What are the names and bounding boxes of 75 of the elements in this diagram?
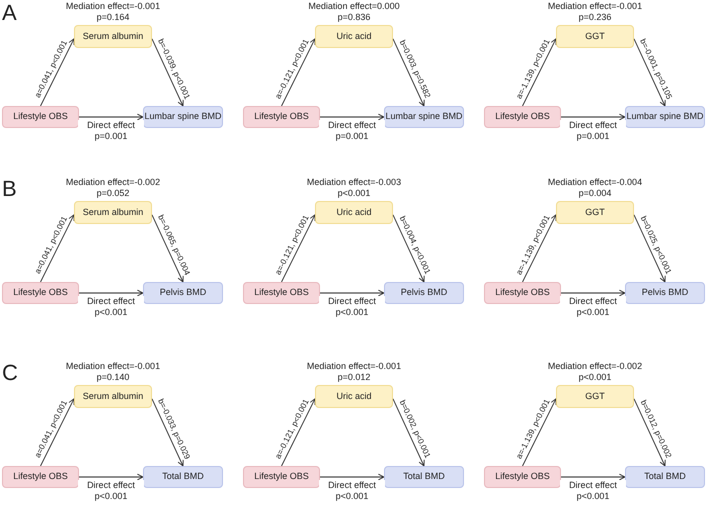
outcome-box: Lumbar spine BMD — [384, 106, 464, 128]
mediator-box: Serum albumin — [74, 25, 152, 48]
arrow — [281, 214, 316, 282]
arrow — [634, 38, 666, 106]
mediation-effect-text: Mediation effect=-0.001 p=0.164 — [64, 1, 162, 23]
arrow — [560, 114, 626, 120]
mediation-effect-text: Mediation effect=-0.001 p=0.140 — [64, 361, 162, 383]
arrow — [560, 290, 626, 296]
mediation-effect-text: Mediation effect=-0.002 p<0.001 — [546, 361, 644, 383]
edge-label: Direct effect p<0.001 — [319, 480, 385, 502]
outcome-box: Pelvis BMD — [143, 282, 223, 304]
mediator-box: Uric acid — [315, 25, 393, 48]
mediation-effect-text: Mediation effect=0.000 p=0.836 — [307, 1, 401, 23]
arrow — [320, 114, 384, 120]
arrow — [152, 398, 184, 466]
outcome-box: Total BMD — [384, 466, 464, 488]
arrow — [320, 474, 384, 480]
panel-letter: A — [2, 2, 17, 24]
arrow — [78, 114, 144, 120]
panel-letter: B — [2, 178, 17, 200]
arrow — [634, 214, 666, 282]
panel-letter: C — [2, 362, 18, 384]
edge-label: Direct effect p<0.001 — [319, 296, 385, 318]
mediation-effect-text: Mediation effect=-0.001 p=0.012 — [306, 361, 402, 383]
arrow — [281, 38, 316, 106]
mediator-box: Serum albumin — [74, 385, 152, 408]
exposure-box: Lifestyle OBS — [243, 106, 320, 128]
exposure-box: Lifestyle OBS — [484, 282, 561, 304]
edge-label: Direct effect p<0.001 — [560, 480, 626, 502]
exposure-box: Lifestyle OBS — [484, 106, 561, 128]
edge-label: Direct effect p=0.001 — [78, 120, 144, 142]
arrow — [40, 38, 74, 106]
arrow — [78, 290, 144, 296]
arrow — [281, 398, 316, 466]
mediator-box: Serum albumin — [74, 201, 152, 224]
mediation-effect-text: Mediation effect=-0.004 p=0.004 — [546, 177, 644, 199]
arrow — [78, 474, 144, 480]
mediator-box: GGT — [556, 385, 634, 408]
arrow — [560, 474, 626, 480]
outcome-box: Total BMD — [143, 466, 223, 488]
arrow — [152, 38, 184, 106]
arrow — [522, 398, 556, 466]
mediator-box: Uric acid — [315, 385, 393, 408]
outcome-box: Pelvis BMD — [384, 282, 464, 304]
exposure-box: Lifestyle OBS — [2, 282, 79, 304]
edge-label: Direct effect p<0.001 — [78, 480, 144, 502]
edge-label: Direct effect p=0.001 — [560, 120, 626, 142]
exposure-box: Lifestyle OBS — [484, 466, 561, 488]
exposure-box: Lifestyle OBS — [243, 282, 320, 304]
arrow — [40, 398, 74, 466]
exposure-box: Lifestyle OBS — [2, 106, 79, 128]
outcome-box: Lumbar spine BMD — [625, 106, 705, 128]
arrow — [392, 214, 425, 282]
arrow — [634, 398, 666, 466]
mediation-effect-text: Mediation effect=-0.001 p=0.236 — [546, 1, 644, 23]
edge-label: Direct effect p<0.001 — [78, 296, 144, 318]
arrow — [40, 214, 74, 282]
mediation-effect-text: Mediation effect=-0.002 p=0.052 — [64, 177, 162, 199]
arrow — [522, 38, 556, 106]
arrow — [152, 214, 184, 282]
mediation-effect-text: Mediation effect=-0.003 p<0.001 — [306, 177, 402, 199]
mediator-box: GGT — [556, 201, 634, 224]
mediator-box: GGT — [556, 25, 634, 48]
arrow — [392, 38, 425, 106]
arrow — [320, 290, 384, 296]
exposure-box: Lifestyle OBS — [2, 466, 79, 488]
exposure-box: Lifestyle OBS — [243, 466, 320, 488]
edge-label: Direct effect p<0.001 — [560, 296, 626, 318]
outcome-box: Pelvis BMD — [625, 282, 705, 304]
edge-label: Direct effect p=0.001 — [319, 120, 385, 142]
arrow — [522, 214, 556, 282]
outcome-box: Lumbar spine BMD — [143, 106, 223, 128]
arrow — [392, 398, 425, 466]
mediator-box: Uric acid — [315, 201, 393, 224]
outcome-box: Total BMD — [625, 466, 705, 488]
